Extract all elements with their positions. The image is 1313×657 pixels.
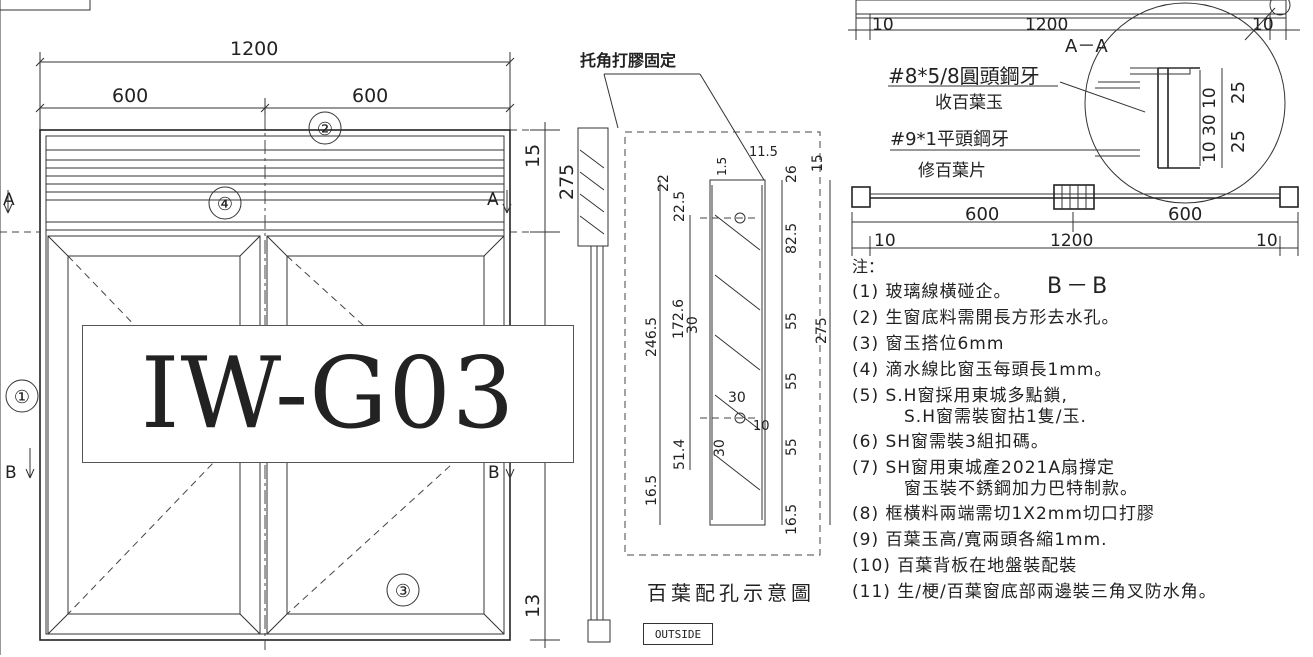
svg-text:275: 275 (814, 317, 830, 344)
section-aa: 10 1200 10 A－A 25 10 30 10 25 #8*5/8圓頭鋼牙… (848, 0, 1300, 204)
screw-1-spec: #8*5/8圓頭鋼牙 (888, 64, 1040, 88)
overall-width-label: 1200 (230, 38, 278, 60)
section-aa-label: A－A (1065, 36, 1108, 57)
note-item: (9) 百葉玉高/寬兩頭各縮1mm. (852, 530, 1108, 550)
svg-text:②: ② (317, 119, 333, 140)
svg-text:B: B (488, 463, 500, 483)
screw-2-note: 修百葉片 (918, 161, 986, 181)
section-bb: 600 600 10 1200 10 (851, 184, 1299, 256)
svg-text:B: B (5, 463, 17, 483)
svg-text:30: 30 (712, 439, 728, 457)
svg-text:82.5: 82.5 (784, 223, 800, 254)
svg-text:11.5: 11.5 (749, 145, 778, 160)
svg-text:55: 55 (784, 372, 800, 390)
note-item: (4) 滴水線比窗玉每頭長1mm。 (852, 360, 1113, 380)
svg-text:25: 25 (1228, 130, 1249, 153)
drawing-title-box: IW-G03 (82, 325, 574, 463)
notes-block: 注： (1) 玻璃線橫碰企。 (2) 生窗底料需開長方形去水孔。 (3) 窗玉搭位6… (852, 253, 1307, 605)
svg-text:10: 10 (753, 419, 770, 434)
note-item: (1) 玻璃線橫碰企。 (852, 282, 1012, 302)
svg-text:①: ① (14, 387, 30, 408)
screw-1-note: 收百葉玉 (935, 93, 1003, 113)
louver-hole-detail: 11.5 1.5 22 26 15 22.5 82.5 246.5 172.6 … (624, 131, 831, 556)
svg-text:25: 25 (1228, 81, 1249, 104)
notes-header: 注： (852, 257, 885, 276)
drawing-title: IW-G03 (140, 337, 516, 451)
screw-2-spec: #9*1平頭鋼牙 (890, 129, 1009, 150)
svg-text:172.6: 172.6 (671, 299, 687, 339)
svg-text:10: 10 (874, 231, 896, 251)
note-item: (7) SH窗用東城產2021A扇撐定 (852, 458, 1115, 478)
detail-circle (1084, 2, 1286, 204)
outside-tag: OUTSIDE (643, 623, 713, 645)
sheet-frame (0, 0, 91, 655)
left-width-label: 600 (112, 85, 148, 107)
svg-text:22: 22 (656, 174, 672, 192)
svg-text:1200: 1200 (1050, 231, 1093, 251)
svg-text:30: 30 (685, 316, 701, 334)
note-item: (8) 框橫料兩端需切1X2mm切口打膠 (852, 504, 1155, 524)
svg-text:16.5: 16.5 (644, 475, 660, 506)
callout-1: ① (5, 379, 39, 413)
svg-text:26: 26 (784, 165, 800, 183)
section-bb-label: B－B (1047, 274, 1112, 299)
note-item: (5) S.H窗採用東城多點鎖, (852, 386, 1068, 406)
svg-text:1.5: 1.5 (715, 157, 729, 176)
side-section: 托角打膠固定 (577, 51, 765, 643)
svg-text:51.4: 51.4 (672, 439, 688, 470)
svg-text:55: 55 (784, 438, 800, 456)
svg-text:275: 275 (556, 164, 578, 200)
svg-text:10: 10 (872, 15, 894, 35)
note-item: (11) 生/梗/百葉窗底部兩邊裝三角叉防水角。 (852, 582, 1217, 602)
svg-text:246.5: 246.5 (644, 317, 660, 357)
callout-4: ④ (208, 186, 242, 220)
svg-text:A: A (487, 190, 499, 210)
svg-text:④: ④ (217, 194, 233, 215)
svg-text:55: 55 (784, 312, 800, 330)
note-item: (3) 窗玉搭位6mm (852, 334, 1005, 354)
svg-text:600: 600 (965, 204, 999, 225)
callout-3: ③ (386, 573, 420, 607)
svg-text:15: 15 (810, 154, 826, 172)
svg-text:30: 30 (728, 390, 746, 406)
louver-panel (46, 149, 504, 231)
svg-text:600: 600 (1168, 204, 1202, 225)
svg-text:A: A (3, 190, 15, 210)
svg-text:1200: 1200 (1025, 15, 1068, 35)
svg-text:13: 13 (522, 594, 544, 618)
note-item: (2) 生窗底料需開長方形去水孔。 (852, 308, 1120, 328)
callout-2: ② (308, 111, 342, 145)
svg-text:15: 15 (522, 144, 544, 168)
note-item: (10) 百葉背板在地盤裝配裝 (852, 556, 1078, 576)
svg-text:③: ③ (395, 581, 411, 602)
svg-text:10 30 10: 10 30 10 (1200, 87, 1220, 163)
note-item-continuation: 窗玉裝不銹鋼加力巴特制款。 (904, 479, 1138, 499)
svg-text:10: 10 (1256, 231, 1278, 251)
svg-text:22.5: 22.5 (672, 191, 688, 222)
elevation-dimensions: 1200 600 600 (35, 38, 515, 130)
corner-glue-note: 托角打膠固定 (580, 51, 676, 70)
note-item: (6) SH窗需裝3組扣碼。 (852, 432, 1049, 452)
svg-text:10: 10 (1252, 15, 1274, 35)
svg-text:16.5: 16.5 (784, 504, 800, 535)
note-item-continuation: S.H窗需裝窗拈1隻/玉. (904, 407, 1087, 427)
louver-detail-caption: 百葉配孔示意圖 (647, 581, 815, 605)
right-width-label: 600 (352, 85, 388, 107)
notes-list: (1) 玻璃線橫碰企。 (2) 生窗底料需開長方形去水孔。 (3) 窗玉搭位6mm (… (852, 279, 1307, 605)
